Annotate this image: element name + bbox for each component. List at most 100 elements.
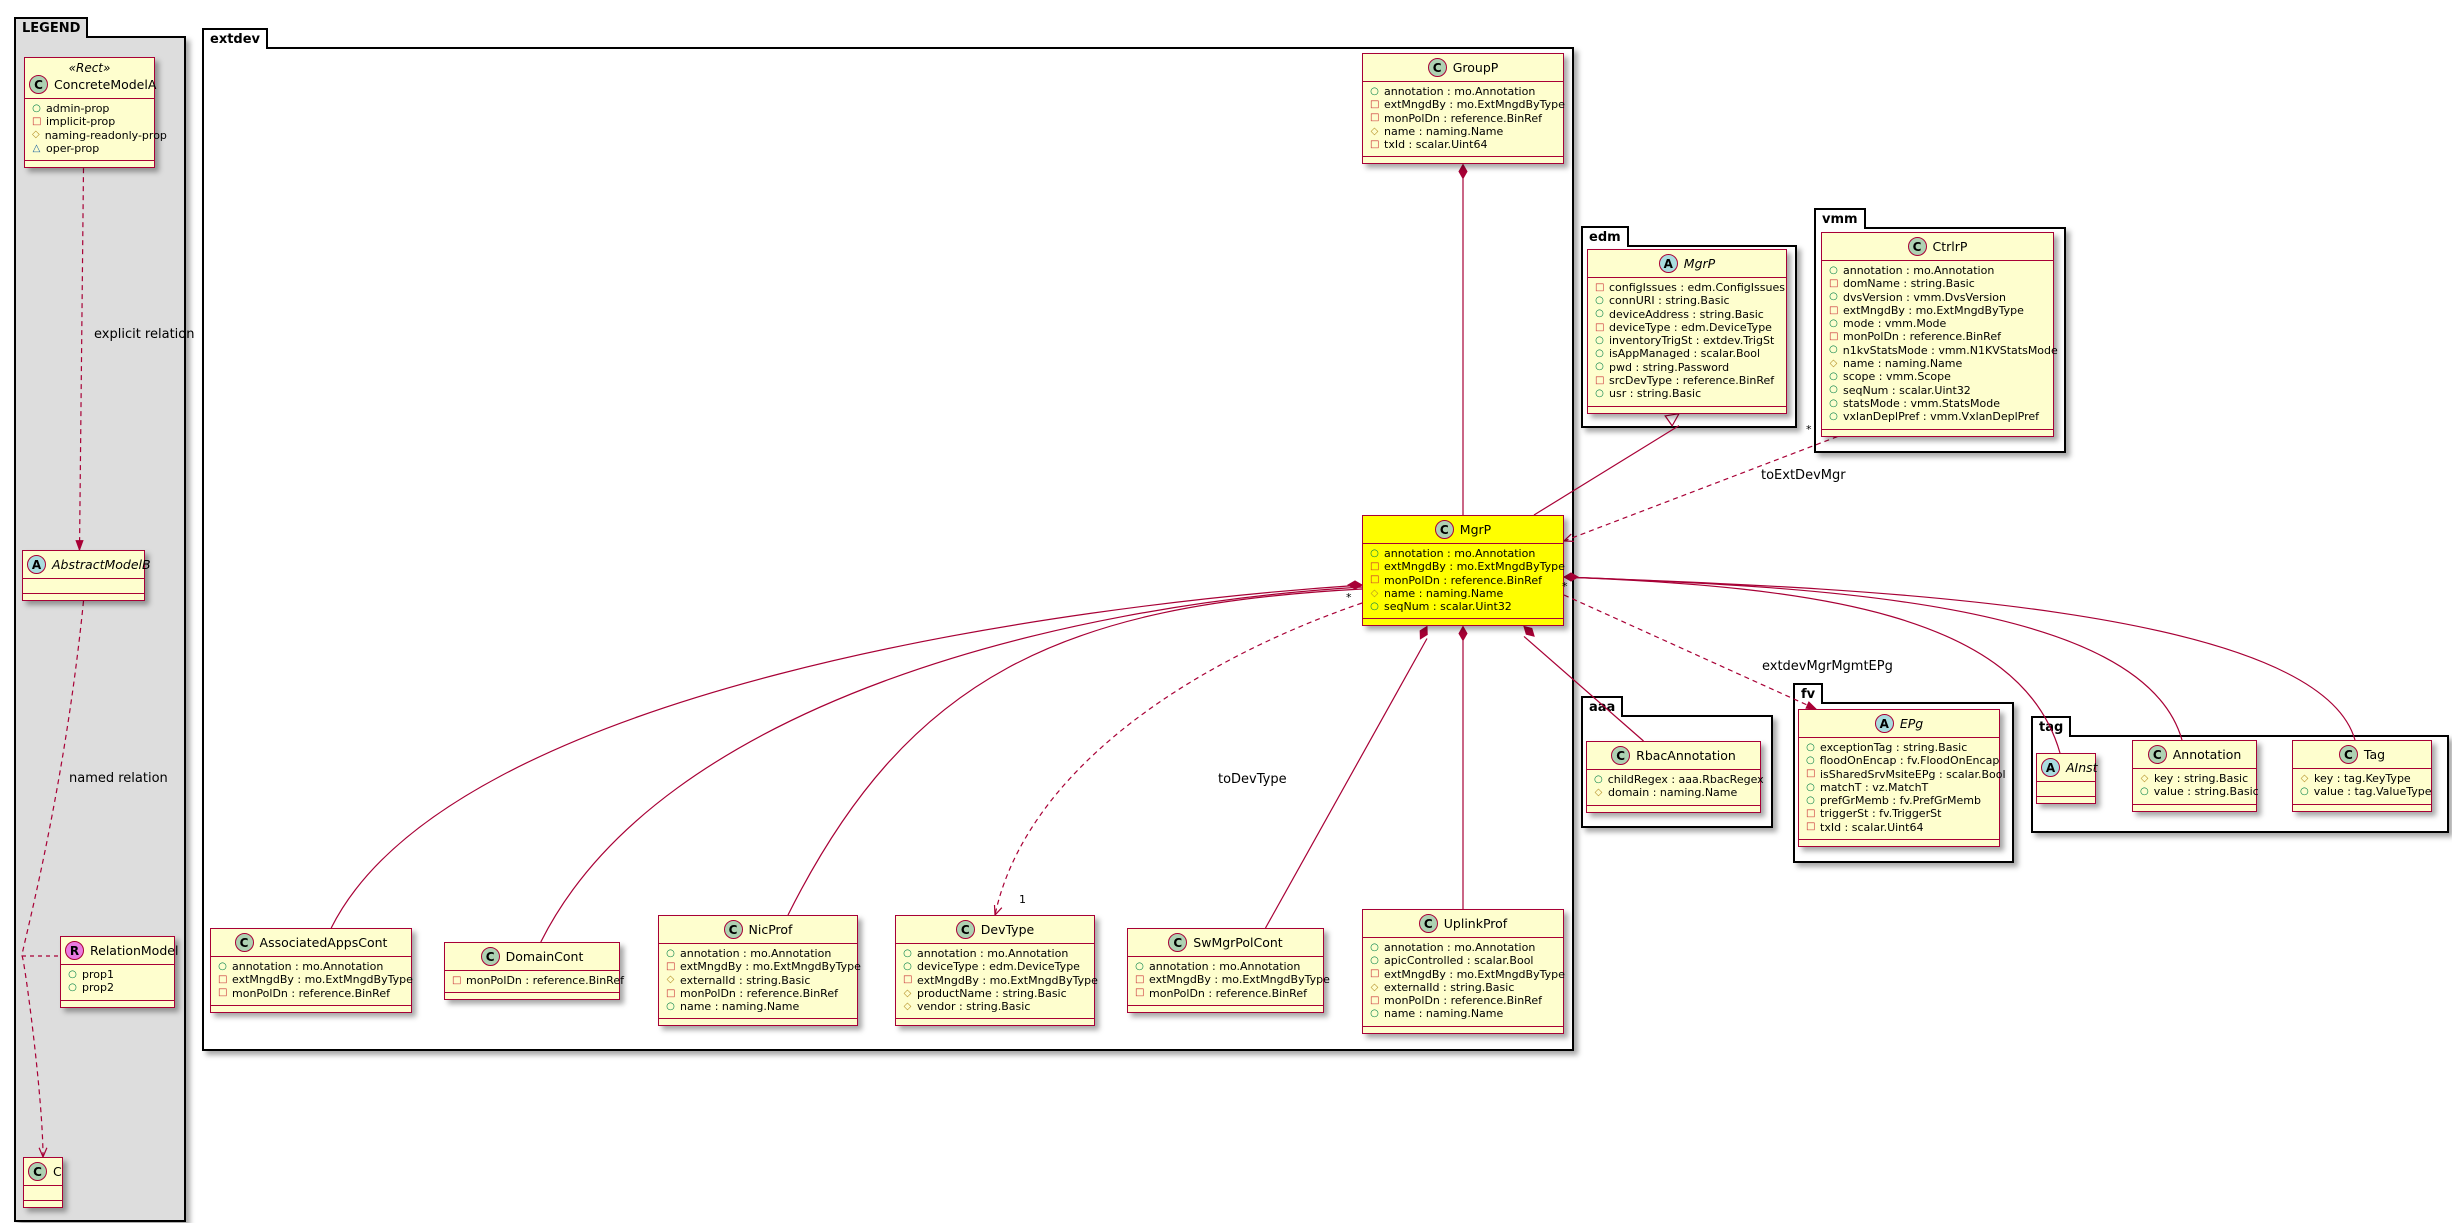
class-attributes (23, 579, 144, 593)
class-name: RbacAnnotation (1636, 747, 1736, 763)
class-divider (2133, 768, 2256, 769)
class-operations (2293, 805, 2431, 811)
class-divider (1822, 428, 2053, 430)
class-divider (1799, 737, 1999, 738)
class-attributes: ○annotation : mo.Annotation○deviceType :… (896, 944, 1098, 1018)
visibility-icon: □ (1829, 331, 1839, 343)
attribute-text: annotation : mo.Annotation (1149, 960, 1301, 973)
class-attribute: □monPolDn : reference.BinRef (1829, 330, 2046, 343)
class-divider (211, 1004, 411, 1006)
composition-line-swmgrpolcont (1264, 638, 1428, 929)
class-attribute: ○prop2 (68, 981, 167, 994)
class-attribute: □monPolDn : reference.BinRef (1370, 574, 1556, 587)
multiplicity-star-ctrlrp: * (1806, 423, 1812, 436)
visibility-icon: □ (1829, 304, 1839, 316)
composition-line-domaincont (540, 586, 1363, 943)
class-kind-icon: C (1434, 520, 1454, 539)
attribute-text: annotation : mo.Annotation (917, 947, 1069, 960)
class-operations (1363, 619, 1563, 625)
class-divider (1363, 543, 1563, 544)
class-kind-icon: C (1168, 933, 1188, 952)
class-attributes (24, 1186, 62, 1200)
attribute-text: key : string.Basic (2154, 772, 2249, 785)
visibility-icon: □ (1370, 574, 1380, 586)
class-attribute: ○isAppManaged : scalar.Bool (1595, 347, 1779, 360)
class-divider (445, 970, 619, 971)
attribute-text: extMngdBy : mo.ExtMngdByType (1384, 98, 1565, 112)
class-attribute: □txId : scalar.Uint64 (1806, 821, 1992, 834)
class-attribute: ○annotation : mo.Annotation (1370, 85, 1556, 98)
visibility-icon: □ (903, 974, 913, 986)
class-divider (25, 98, 154, 99)
attribute-text: extMngdBy : mo.ExtMngdByType (1384, 967, 1565, 981)
visibility-icon: ○ (32, 102, 41, 114)
attribute-text: apicControlled : scalar.Bool (1384, 954, 1534, 968)
class-attribute: ○statsMode : vmm.StatsMode (1829, 397, 2046, 410)
visibility-icon: □ (1595, 321, 1605, 333)
class-attributes: ○exceptionTag : string.Basic○floodOnEnca… (1799, 738, 2006, 839)
visibility-icon: ○ (68, 968, 77, 980)
class-divider (2037, 781, 2095, 782)
visibility-icon: ◇ (1594, 786, 1603, 798)
visibility-icon: ◇ (1829, 357, 1838, 369)
class-attribute: □isSharedSrvMsiteEPg : scalar.Bool (1806, 768, 2006, 781)
class-name: MgrP (1683, 255, 1716, 271)
attribute-text: name : naming.Name (1384, 586, 1504, 600)
class-divider (61, 999, 174, 1001)
class-operations (1588, 407, 1786, 413)
label-to-ext-dev-mgr: toExtDevMgr (1761, 468, 1846, 483)
class-attribute: □monPolDn : reference.BinRef (1370, 994, 1556, 1007)
class-attribute: ○scope : vmm.Scope (1829, 370, 2046, 383)
composition-line-associatedappscont (330, 584, 1363, 929)
class-attributes: ○annotation : mo.Annotation○apicControll… (1363, 938, 1565, 1026)
attribute-text: domain : naming.Name (1608, 786, 1738, 800)
class-attribute: ◇name : naming.Name (1370, 125, 1556, 138)
class-divider (1588, 277, 1786, 278)
class-attribute: □extMngdBy : mo.ExtMngdByType (666, 960, 861, 973)
class-attribute: □monPolDn : reference.BinRef (1370, 112, 1556, 125)
class-attribute: ◇vendor : string.Basic (903, 1000, 1087, 1013)
class-attribute: ○deviceAddress : string.Basic (1595, 308, 1779, 321)
attribute-text: annotation : mo.Annotation (1384, 547, 1536, 560)
visibility-icon: □ (1595, 374, 1605, 386)
class-attribute: ○seqNum : scalar.Uint32 (1370, 600, 1556, 613)
class-attributes: ○admin-prop□implicit-prop◇naming-readonl… (25, 99, 167, 160)
visibility-icon: ○ (1594, 773, 1603, 785)
attribute-text: value : string.Basic (2153, 785, 2259, 799)
class-attribute: □monPolDn : reference.BinRef (1135, 987, 1316, 1000)
visibility-icon: □ (1370, 968, 1380, 980)
visibility-icon: ○ (1370, 954, 1379, 966)
class-attribute: ◇productName : string.Basic (903, 987, 1087, 1000)
package-extdev-label: extdev (202, 28, 269, 49)
class-attribute: ○prop1 (68, 968, 167, 981)
inheritance-line (1533, 425, 1680, 516)
class-attribute: ○n1kvStatsMode : vmm.N1KVStatsMode (1829, 344, 2058, 357)
